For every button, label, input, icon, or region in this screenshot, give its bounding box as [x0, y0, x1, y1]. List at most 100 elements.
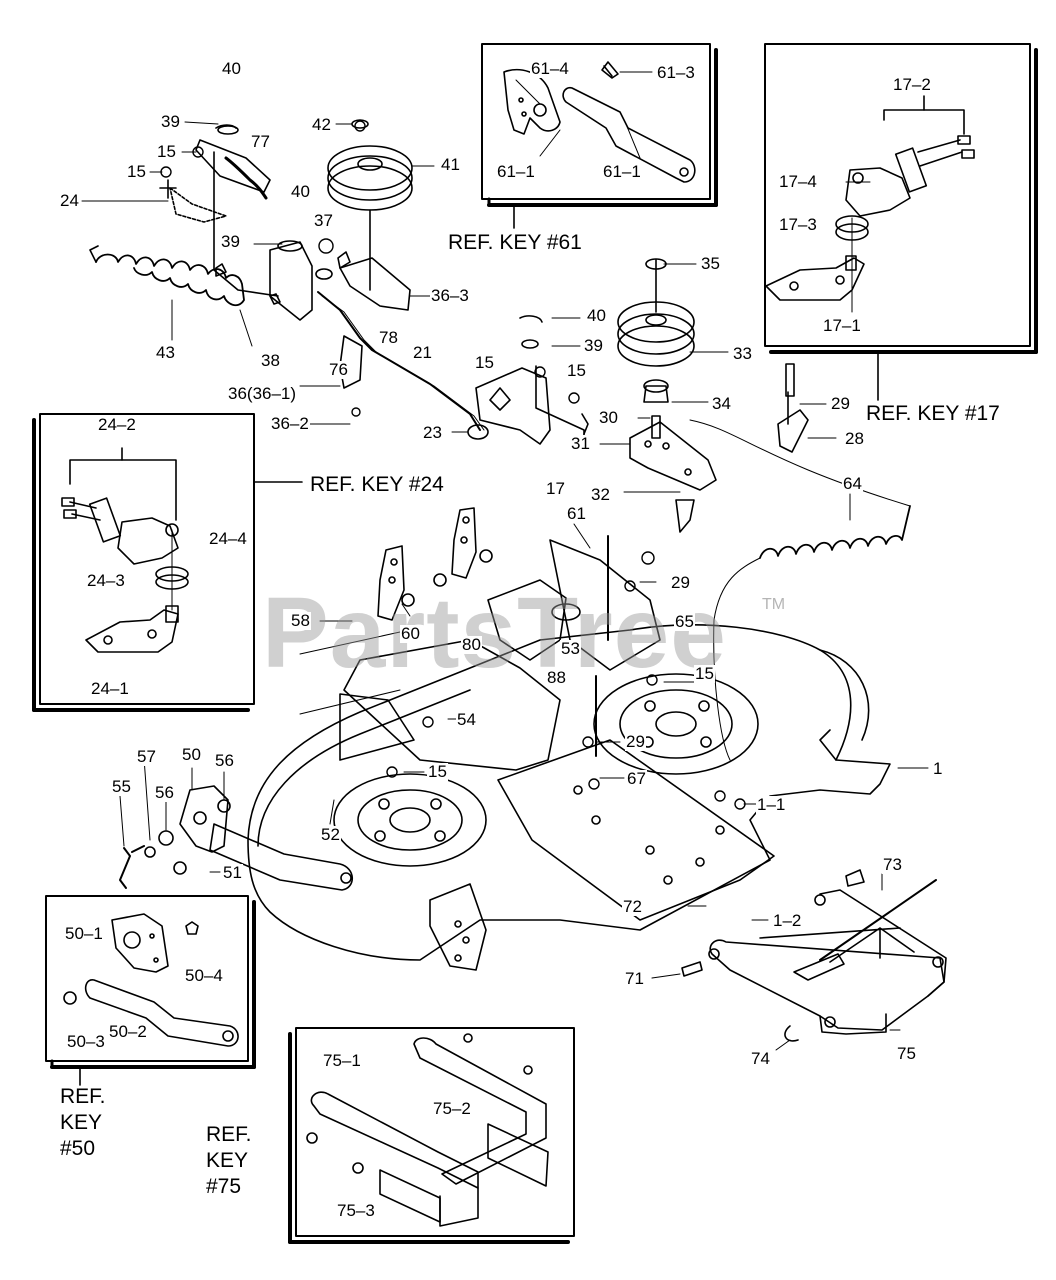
part-label: 29 — [670, 573, 691, 592]
part-label: 24–3 — [86, 571, 126, 590]
part-label: 75–2 — [432, 1099, 472, 1118]
part-label: 31 — [570, 434, 591, 453]
part-label: 30 — [598, 408, 619, 427]
part-label: 39 — [583, 336, 604, 355]
pulley-41 — [327, 119, 413, 291]
part-label: 29 — [830, 394, 851, 413]
ref-key-75-line3: #75 — [206, 1175, 242, 1198]
hardware-bolts — [160, 120, 746, 810]
part-label: 33 — [732, 344, 753, 363]
part-label: 61–1 — [602, 162, 642, 181]
part-label: 78 — [378, 328, 399, 347]
left-arm — [119, 785, 354, 891]
part-label: 54 — [456, 710, 477, 729]
part-label: 39 — [220, 232, 241, 251]
lift-plates — [299, 507, 493, 761]
part-label: 21 — [412, 343, 433, 362]
part-label: 15 — [427, 762, 448, 781]
part-label: 55 — [111, 777, 132, 796]
part-label: 73 — [882, 855, 903, 874]
part-label: 52 — [320, 825, 341, 844]
part-label: 71 — [624, 969, 645, 988]
front-bracket — [681, 869, 947, 1042]
inset-frame-75 — [288, 1027, 575, 1244]
part-label: 1–1 — [756, 795, 787, 814]
part-label: 50 — [181, 745, 202, 764]
part-label: 43 — [155, 343, 176, 362]
part-label: 50–2 — [108, 1022, 148, 1041]
part-label: 80 — [461, 635, 482, 654]
ref-key-17-caption: REF. KEY #17 — [866, 402, 1000, 425]
part-label: 24 — [59, 191, 80, 210]
ref-key-50-caption: REF. KEY #50 — [60, 1084, 106, 1162]
part-label: 60 — [400, 624, 421, 643]
part-label: 1 — [932, 759, 944, 778]
leader-lines — [81, 121, 929, 1051]
part-label: 64 — [842, 474, 863, 493]
part-label: 24–2 — [97, 415, 137, 434]
part-label: 61–3 — [656, 63, 696, 82]
part-label: 72 — [622, 897, 643, 916]
part-label: 35 — [700, 254, 721, 273]
part-label: 50–4 — [184, 966, 224, 985]
part-label: 76 — [328, 360, 349, 379]
part-label: 61 — [566, 504, 587, 523]
part-label: 37 — [313, 211, 334, 230]
part-label: 15 — [566, 361, 587, 380]
part-label: 28 — [844, 429, 865, 448]
ref-key-75-caption: REF. KEY #75 — [206, 1122, 252, 1200]
part-label: 15 — [126, 162, 147, 181]
part-label: 88 — [546, 668, 567, 687]
inset50-parts — [63, 913, 239, 1047]
inset17-parts — [765, 95, 975, 313]
part-label: 36–2 — [270, 414, 310, 433]
part-label: 15 — [156, 142, 177, 161]
part-label: 39 — [160, 112, 181, 131]
part-label: 15 — [694, 664, 715, 683]
part-label: 17–3 — [778, 215, 818, 234]
upper-left-linkage — [89, 124, 313, 321]
pulley-33 — [617, 258, 695, 439]
ref-key-61-caption: REF. KEY #61 — [448, 231, 582, 254]
part-label: 24–1 — [90, 679, 130, 698]
part-label: 29 — [625, 732, 646, 751]
part-label: 65 — [674, 612, 695, 631]
part-label: 36–3 — [430, 286, 470, 305]
part-label: 34 — [711, 394, 732, 413]
ref-key-75-line1: REF. — [206, 1123, 252, 1146]
ref-key-50-line1: REF. — [60, 1085, 106, 1108]
part-label: 56 — [214, 751, 235, 770]
part-label: 40 — [290, 182, 311, 201]
part-label: 67 — [626, 769, 647, 788]
ref-key-75-line2: KEY — [206, 1149, 249, 1172]
part-label: 42 — [311, 115, 332, 134]
inset-frame-17 — [764, 43, 1038, 401]
mower-deck — [247, 535, 891, 971]
part-label: 40 — [586, 306, 607, 325]
inset-frame-24 — [32, 413, 303, 712]
part-label: 75–3 — [336, 1201, 376, 1220]
part-label: 75 — [896, 1044, 917, 1063]
inset-frame-61 — [481, 43, 718, 229]
part-label: 74 — [750, 1049, 771, 1068]
part-label: 77 — [250, 132, 271, 151]
part-label: 24–4 — [208, 529, 248, 548]
part-label: 58 — [290, 611, 311, 630]
part-label: 40 — [221, 59, 242, 78]
ref-key-50-line2: KEY — [60, 1111, 103, 1134]
part-label: 17–4 — [778, 172, 818, 191]
part-label: 56 — [154, 783, 175, 802]
part-label: 17–1 — [822, 316, 862, 335]
inset-frame-50 — [45, 895, 256, 1086]
inset61-parts — [503, 61, 696, 183]
part-label: 32 — [590, 485, 611, 504]
part-label: 75–1 — [322, 1051, 362, 1070]
part-label: 61–1 — [496, 162, 536, 181]
part-label: 57 — [136, 747, 157, 766]
inset75-parts — [306, 1033, 549, 1227]
ref-key-24-caption: REF. KEY #24 — [310, 473, 444, 496]
trademark-symbol: TM — [762, 596, 786, 613]
part-label: 15 — [474, 353, 495, 372]
inset24-parts — [61, 447, 189, 653]
